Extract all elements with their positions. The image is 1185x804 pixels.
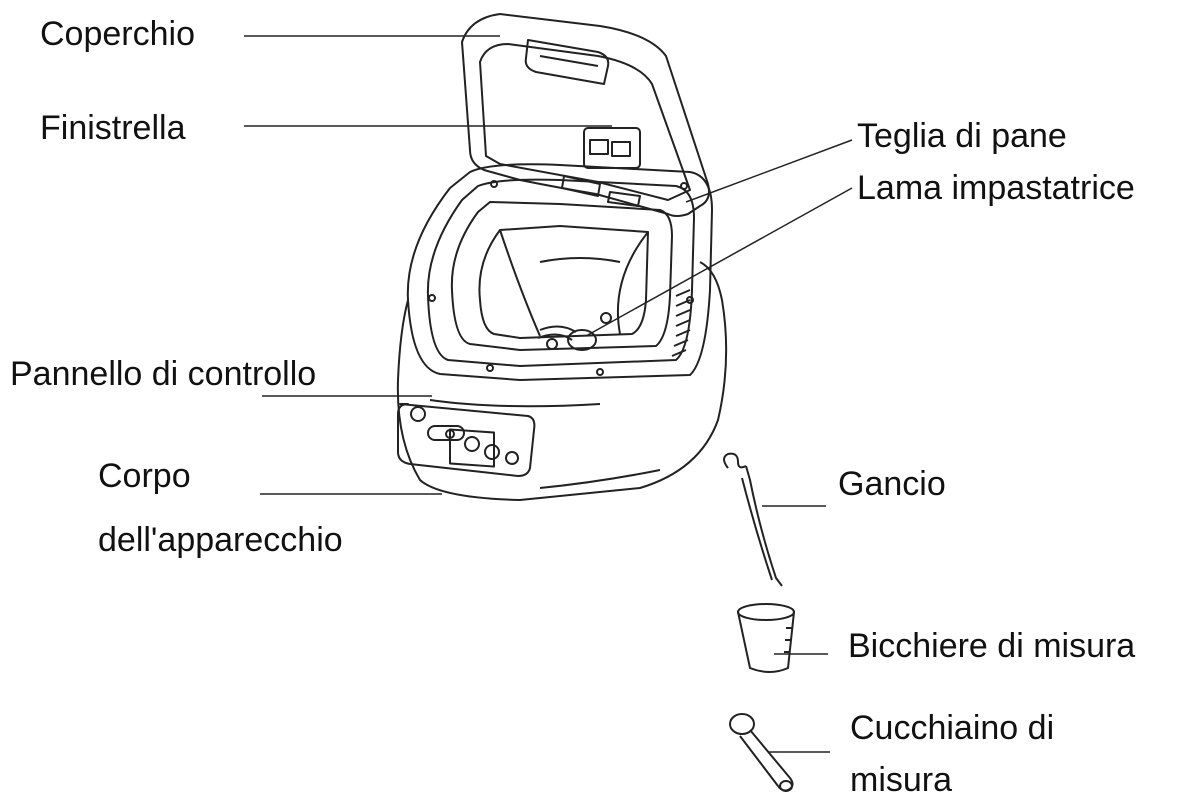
label-cucchiaino-line1: Cucchiaino di <box>850 708 1054 748</box>
label-pannello-di-controllo: Pannello di controllo <box>10 354 316 394</box>
measuring-cup <box>738 604 794 672</box>
label-cucchiaino-line2: misura <box>850 760 952 800</box>
label-gancio: Gancio <box>838 464 946 504</box>
label-coperchio: Coperchio <box>40 14 195 54</box>
appliance-body <box>398 164 726 500</box>
hook-accessory <box>724 454 782 586</box>
label-bicchiere-di-misura: Bicchiere di misura <box>848 626 1135 666</box>
label-teglia-di-pane: Teglia di pane <box>857 116 1067 156</box>
label-finistrella: Finistrella <box>40 108 185 148</box>
label-lama-impastatrice: Lama impastatrice <box>857 168 1135 208</box>
leader-teglia <box>686 140 852 202</box>
label-corpo-line1: Corpo <box>98 456 191 496</box>
label-corpo-line2: dell'apparecchio <box>98 520 343 560</box>
leader-lama <box>586 188 852 336</box>
leader-lines <box>244 36 852 752</box>
